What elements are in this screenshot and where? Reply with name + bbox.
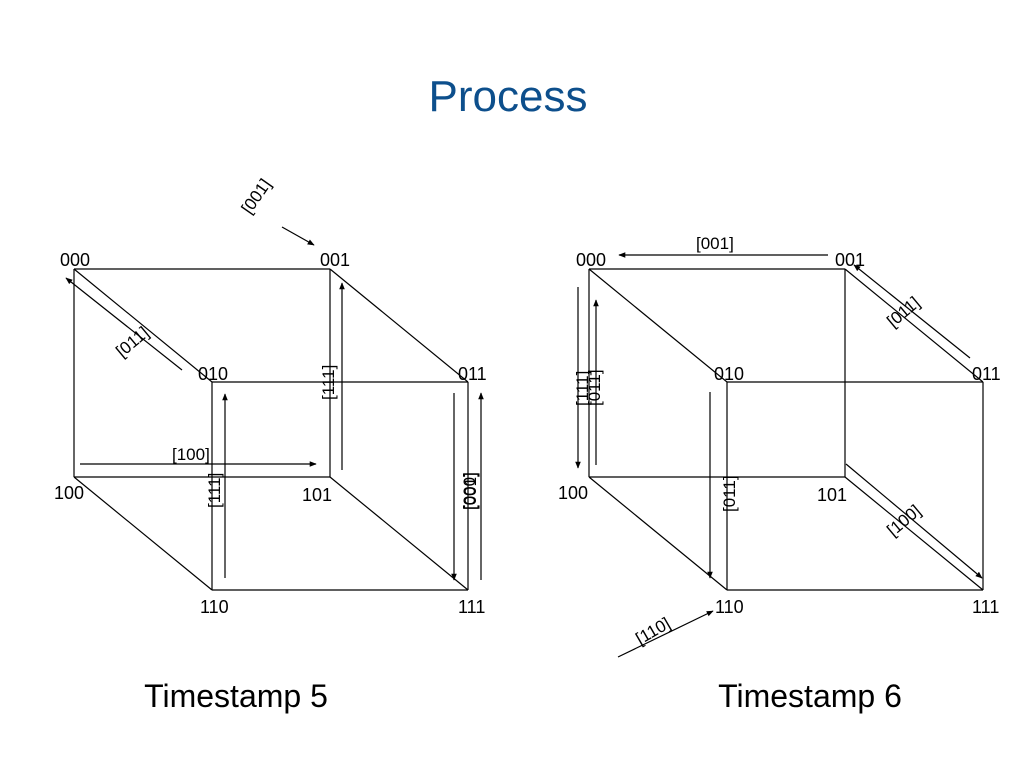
msg-100-101-to-111: [100] xyxy=(883,501,924,540)
message-labels: [001] [011] [111] [100] [111] [000] [001… xyxy=(112,175,480,510)
msg-001-001-to-000: [001] xyxy=(696,234,734,253)
edge-001-011 xyxy=(844,268,984,383)
caption-timestamp-6: Timestamp 6 xyxy=(718,678,902,714)
cube-edges xyxy=(588,268,984,591)
node-011: 011 xyxy=(972,364,1001,384)
edge-000-010 xyxy=(588,268,728,383)
edge-101-111 xyxy=(329,476,469,591)
node-111: 111 xyxy=(458,597,485,617)
node-labels: 000 001 010 011 100 101 110 111 xyxy=(54,250,487,617)
cube-edges xyxy=(73,268,469,591)
node-labels: 000 001 010 011 100 101 110 111 xyxy=(558,250,1001,617)
msg-000-011-to-111: [000] xyxy=(460,472,479,510)
node-110: 110 xyxy=(200,597,229,617)
edge-100-110 xyxy=(73,476,213,591)
node-001: 001 xyxy=(320,250,350,270)
diagram-right: 000 001 010 011 100 101 110 111 [001] xyxy=(558,234,1001,658)
slide-title: Process xyxy=(428,72,588,121)
arrow-incoming-001 xyxy=(281,226,315,246)
edge-001-011 xyxy=(329,268,469,383)
edge-100-110 xyxy=(588,476,728,591)
arrow-011-to-001 xyxy=(853,264,971,359)
node-110: 110 xyxy=(715,597,744,617)
message-arrows xyxy=(575,252,983,658)
arrow-010-to-000 xyxy=(65,277,183,371)
node-011: 011 xyxy=(458,364,487,384)
msg-111-110-to-010: [111] xyxy=(205,473,224,508)
node-100: 100 xyxy=(558,483,588,503)
message-arrows xyxy=(65,226,484,581)
node-111: 111 xyxy=(972,597,999,617)
message-labels: [001] [011] [111] [011] [011] [100] [110… xyxy=(573,234,925,648)
arrow-101-to-111 xyxy=(845,463,983,579)
msg-110-incoming: [110] xyxy=(633,614,674,649)
node-010: 010 xyxy=(714,364,744,384)
msg-111-101-to-001: [111] xyxy=(319,365,338,400)
msg-100-100-to-101: [100] xyxy=(172,445,210,464)
node-000: 000 xyxy=(60,250,90,270)
msg-001-incoming: [001] xyxy=(238,175,275,217)
node-001: 001 xyxy=(835,250,865,270)
caption-timestamp-5: Timestamp 5 xyxy=(144,678,328,714)
node-000: 000 xyxy=(576,250,606,270)
msg-111-000-to-100: [111] xyxy=(573,371,592,406)
diagram-left: 000 001 010 011 100 101 110 111 [001] xyxy=(54,175,487,617)
node-100: 100 xyxy=(54,483,84,503)
msg-011-100-to-000: [011] xyxy=(585,369,604,406)
node-010: 010 xyxy=(198,364,228,384)
arrow-incoming-110 xyxy=(617,610,714,658)
node-101: 101 xyxy=(817,485,847,505)
node-101: 101 xyxy=(302,485,332,505)
msg-001-111-to-011: [001] xyxy=(461,472,480,510)
msg-011-011-to-001: [011] xyxy=(883,293,923,331)
msg-011-010-to-110: [011] xyxy=(720,475,739,512)
edge-000-010 xyxy=(73,268,213,383)
edge-101-111 xyxy=(844,476,984,591)
